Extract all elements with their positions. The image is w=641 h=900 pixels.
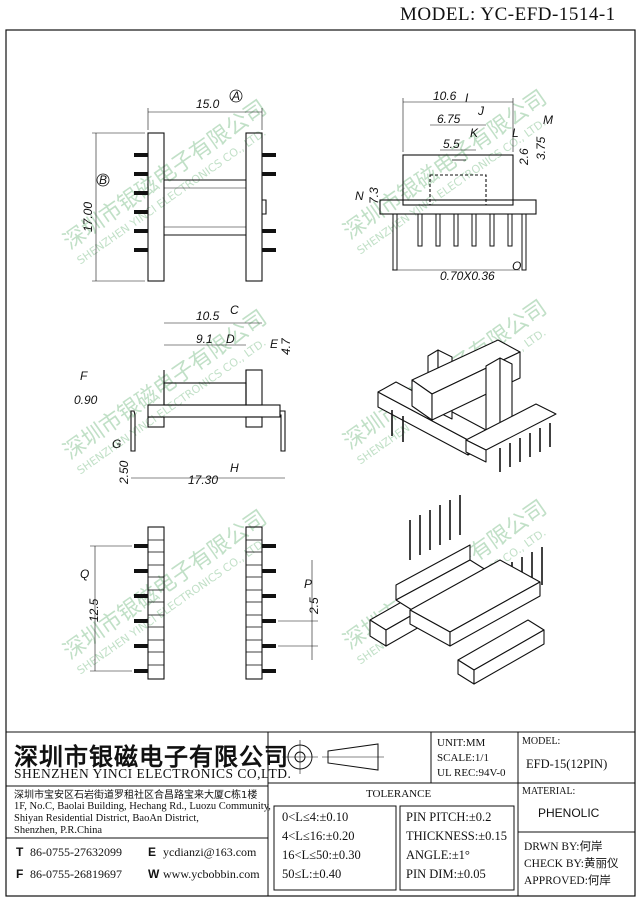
dim-f-value: 0.90 <box>74 393 98 407</box>
company-name-en: SHENZHEN YINCI ELECTRONICS CO,LTD. <box>14 766 292 781</box>
projection-symbol-icon <box>282 740 384 774</box>
watermark-en: SHENZHEN YINCI ELECTRONICS CO., LTD. <box>75 126 269 267</box>
dim-j-value: 6.75 <box>437 112 461 126</box>
dim-i-tag: I <box>465 91 469 105</box>
address-cn: 深圳市宝安区石岩街道罗租社区合昌路宝来大厦C栋1楼 <box>14 790 258 801</box>
tolerance-row-3: 16<L≤50:±0.30 <box>282 848 361 862</box>
web-label: W <box>148 867 160 881</box>
dim-g-value: 2.50 <box>117 460 131 485</box>
dim-h-tag: H <box>230 461 239 475</box>
dim-m-tag: M <box>543 113 553 127</box>
dim-q-value: 12.5 <box>87 598 101 622</box>
view-bottom <box>90 526 318 680</box>
watermark-en: SHENZHEN YINCI ELECTRONICS CO., LTD. <box>75 336 269 477</box>
tolerance-row-8: PIN DIM:±0.05 <box>406 867 486 881</box>
ul-rec-label: UL REC:94V-0 <box>437 767 506 779</box>
view-side <box>379 98 537 271</box>
view-top <box>130 322 286 479</box>
dim-o-tag: O <box>512 259 521 273</box>
dim-j-tag: J <box>477 104 485 118</box>
tolerance-row-1: 0<L≤4:±0.10 <box>282 810 349 824</box>
model-value: EFD-15(12PIN) <box>526 757 608 771</box>
tolerance-row-6: THICKNESS:±0.15 <box>406 829 507 843</box>
dim-o-value: 0.70X0.36 <box>440 269 495 283</box>
dim-b-value: 17.00 <box>81 202 95 232</box>
tel-value: 86-0755-27632099 <box>30 845 122 859</box>
company-name-cn: 深圳市银磁电子有限公司 <box>14 742 289 771</box>
dim-a-tag: A <box>231 89 240 103</box>
dim-a-tag-circle <box>229 89 243 103</box>
approved-by: APPROVED:何岸 <box>524 875 611 887</box>
dim-l-tag: L <box>512 126 519 140</box>
drawn-by: DRWN BY:何岸 <box>524 841 603 853</box>
address-en-1: 1F, No.C, Baolai Building, Hechang Rd., … <box>14 801 271 812</box>
tolerance-row-4: 50≤L:±0.40 <box>282 867 342 881</box>
dim-h-value: 17.30 <box>188 473 218 487</box>
dim-k-value: 5.5 <box>443 137 460 151</box>
address-en-3: Shenzhen, P.R.China <box>14 825 103 836</box>
dim-a-value: 15.0 <box>196 97 220 111</box>
dim-c-value: 10.5 <box>196 309 220 323</box>
dim-n-tag: N <box>355 189 364 203</box>
model-label: MODEL: <box>522 736 561 747</box>
dim-k-tag: K <box>470 126 479 140</box>
dim-p-tag: P <box>304 577 312 591</box>
watermark-cn: 深圳市银磁电子有限公司 <box>59 506 272 665</box>
drawing-border <box>5 29 636 897</box>
dim-e-tag: E <box>270 337 279 351</box>
tolerance-row-2: 4<L≤16:±0.20 <box>282 829 355 843</box>
drawing-model-code: MODEL: YC-EFD-1514-1 <box>400 4 616 25</box>
dim-b-tag-circle <box>96 173 110 187</box>
dim-b-tag: B <box>99 173 107 187</box>
tolerance-title: TOLERANCE <box>366 788 432 800</box>
dim-f-tag: F <box>80 369 88 383</box>
address-en-2: Shiyan Residential District, BaoAn Distr… <box>14 813 199 824</box>
title-block-frame <box>6 731 635 896</box>
checked-by: CHECK BY:黄丽仪 <box>524 858 619 870</box>
fax-label: F <box>16 867 24 881</box>
watermark-en: SHENZHEN YINCI ELECTRONICS CO., LTD. <box>75 536 269 677</box>
dim-i-value: 10.6 <box>433 89 457 103</box>
dim-c-tag: C <box>230 303 239 317</box>
watermark-cn: 深圳市银磁电子有限公司 <box>59 306 272 465</box>
scale-label: SCALE:1/1 <box>437 752 489 764</box>
material-value: PHENOLIC <box>538 806 600 820</box>
view-isometric-bottom <box>369 495 545 685</box>
dim-l-value: 2.6 <box>517 148 531 166</box>
email-label: E <box>148 845 157 859</box>
tolerance-row-7: ANGLE:±1° <box>406 848 470 862</box>
view-isometric-top <box>377 339 557 472</box>
tel-label: T <box>16 845 24 859</box>
dim-d-value: 9.1 <box>196 332 213 346</box>
material-label: MATERIAL: <box>522 786 576 797</box>
web-value[interactable]: www.ycbobbin.com <box>163 867 260 881</box>
tolerance-row-5: PIN PITCH:±0.2 <box>406 810 492 824</box>
fax-value: 86-0755-26819697 <box>30 867 122 881</box>
view-front <box>92 108 276 282</box>
dim-q-tag: Q <box>80 567 89 581</box>
dim-g-tag: G <box>112 437 121 451</box>
dim-n-value: 7.3 <box>367 187 381 204</box>
dim-p-value: 2.5 <box>307 597 321 615</box>
dim-m-value: 3.75 <box>534 136 548 160</box>
unit-label: UNIT:MM <box>437 737 486 749</box>
email-value[interactable]: ycdianzi@163.com <box>163 845 257 859</box>
dim-d-tag: D <box>226 332 235 346</box>
dim-e-value: 4.7 <box>279 337 293 355</box>
